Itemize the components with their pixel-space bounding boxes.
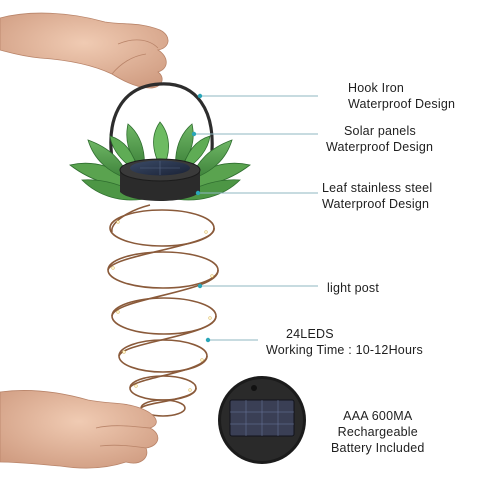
callout-battery-line3: Battery Included xyxy=(331,441,425,455)
callout-leader-lines xyxy=(194,95,318,341)
callout-post-line1: light post xyxy=(327,281,380,295)
hook-handle xyxy=(109,82,214,167)
callout-battery-line2: Rechargeable xyxy=(337,425,418,439)
callout-battery-line1: AAA 600MA xyxy=(343,409,413,423)
callout-solar-line2: Waterproof Design xyxy=(326,140,434,154)
callout-hook-line2: Waterproof Design xyxy=(348,97,456,111)
callout-leaf-line1: Leaf stainless steel xyxy=(322,181,433,195)
copper-wire-spiral xyxy=(107,204,219,417)
callout-hook: Hook Iron Waterproof Design xyxy=(348,80,455,112)
callout-leaf-line2: Waterproof Design xyxy=(322,197,430,211)
callout-battery: AAA 600MA Rechargeable Battery Included xyxy=(331,408,425,456)
callout-leader-dots xyxy=(191,93,211,343)
battery-closeup xyxy=(218,376,306,464)
bottom-hand xyxy=(0,390,159,469)
callout-leds-line2: Working Time : 10-12Hours xyxy=(266,343,423,357)
callout-light-post: light post xyxy=(327,280,379,296)
callout-solar-line1: Solar panels xyxy=(344,124,416,138)
callout-leds: 24LEDS Working Time : 10-12Hours xyxy=(266,326,423,358)
callout-solar-panels: Solar panels Waterproof Design xyxy=(326,123,433,155)
callout-leaf: Leaf stainless steel Waterproof Design xyxy=(322,180,432,212)
solar-panel-top xyxy=(119,158,201,201)
led-dots xyxy=(111,220,214,392)
callout-hook-line1: Hook Iron xyxy=(348,81,404,95)
top-hand xyxy=(0,12,169,89)
callout-leds-line1: 24LEDS xyxy=(286,327,334,341)
